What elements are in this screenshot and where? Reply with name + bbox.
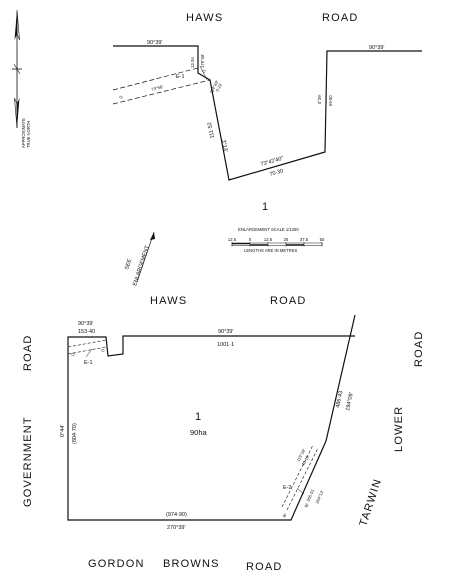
scale-bar: ENLARGEMENT SCALE 1/1250 12.5 0 12.5 25 37.5… xyxy=(228,227,325,253)
d-mark-2: D xyxy=(100,348,105,352)
brg-e2a: 115°18' xyxy=(295,448,306,463)
scale-tick-label: 0 xyxy=(249,237,252,242)
dist-top-left-bottom: 153·40 xyxy=(78,329,95,335)
brg-diag: 124°49' xyxy=(208,79,219,94)
north-arrow: APPROXIMATE TRUE NORTH xyxy=(12,9,31,148)
easement-e1: D D E-1 xyxy=(67,339,107,366)
lot-boundary xyxy=(67,314,356,521)
brg-top-right: 90°39' xyxy=(369,45,385,51)
road-label-haws-road: ROAD xyxy=(270,295,307,307)
overall-plan: HAWS ROAD D D E-1 90°39' 153·40 90°39' 1… xyxy=(22,295,425,573)
road-label-road-left: ROAD xyxy=(22,334,34,371)
road-label-gordon: GORDON xyxy=(88,558,145,570)
brg-left-side: 3°13' xyxy=(220,139,228,152)
dist-left-side: 111·52 xyxy=(207,122,216,139)
d-mark-top-2: D xyxy=(201,69,207,73)
enlargement-label: ENLARGEMENT xyxy=(132,244,151,286)
dist-top-bottom: 1001·1 xyxy=(217,342,234,348)
brg-top-left-bottom: 90°39' xyxy=(78,321,94,327)
easement-e2: E-2 115°18' 40·10 365·51 204°13' W W xyxy=(281,444,325,519)
road-label-road-right: ROAD xyxy=(413,330,425,367)
w-mark-1: W xyxy=(281,513,287,519)
lot-number-top: 1 xyxy=(262,201,268,213)
dist-right-side: 69·80 xyxy=(328,95,333,106)
lot-boundary-top xyxy=(113,45,422,181)
w-mark-2: W xyxy=(303,503,309,509)
road-label-road-top: ROAD xyxy=(322,12,359,24)
scale-title: ENLARGEMENT SCALE 1/1250 xyxy=(238,227,299,232)
scale-tick-label: 50 xyxy=(320,237,325,242)
easement-e2-label: E-2 xyxy=(283,485,292,491)
brg-e2b: 204°13' xyxy=(314,489,324,504)
d-mark-1: D xyxy=(70,352,75,356)
brg-top-bottom: 90°39' xyxy=(218,329,234,335)
dist-bottom-bottom: (974·90) xyxy=(166,512,187,518)
scale-caption: LENGTHS ARE IN METRES xyxy=(244,248,297,253)
enlargement-plan: HAWS ROAD E-1 73°58' D D 90°39' 90°39' 1… xyxy=(112,12,422,213)
brg-bottom-top: 73°42'40" xyxy=(260,156,284,168)
brg-right-bottom: 194°09' xyxy=(345,392,355,411)
brg-bottom-bottom: 270°39' xyxy=(167,525,186,531)
dist-diag: 0·29 xyxy=(214,82,223,92)
dist-right-bottom: 486·43 xyxy=(335,390,344,408)
easement-e1-top: E-1 73°58' D D xyxy=(112,65,211,105)
easement-e1-label: E-1 xyxy=(84,360,93,366)
dist-bottom-top: 70·30 xyxy=(269,168,284,178)
brg-top-left: 90°39' xyxy=(147,40,163,46)
road-label-haws-top: HAWS xyxy=(186,12,223,24)
brg-right-side: 0°39' xyxy=(317,94,322,104)
north-label-1: APPROXIMATE xyxy=(21,118,26,148)
lot-area: 90ha xyxy=(190,428,208,437)
dist-e2b: 365·51 xyxy=(305,488,315,503)
lot-number-bottom: 1 xyxy=(195,411,201,423)
road-label-tarwin: TARWIN xyxy=(357,477,384,528)
scale-tick-label: 12.5 xyxy=(264,237,273,242)
dist-left-bottom: (804·70) xyxy=(72,423,78,444)
see-label: SEE xyxy=(124,258,133,271)
easement-label-top: E-1 xyxy=(176,74,185,80)
d-mark-top-1: D xyxy=(118,95,124,99)
scale-tick-label: 25 xyxy=(284,237,289,242)
dist-short-v: 13·34 xyxy=(190,57,195,68)
see-enlargement-pointer: SEE ENLARGEMENT xyxy=(124,231,155,287)
brg-left-bottom: 0°44' xyxy=(60,425,66,437)
scale-tick-label: 12.5 xyxy=(228,237,237,242)
road-label-government: GOVERNMENT xyxy=(22,416,34,507)
brg-ease-top: 73°58' xyxy=(151,84,164,92)
road-label-road-bottom: ROAD xyxy=(246,561,283,573)
dist-e2a: 40·10 xyxy=(300,454,310,466)
scale-tick-label: 37.5 xyxy=(300,237,309,242)
road-label-browns: BROWNS xyxy=(163,558,220,570)
road-label-lower: LOWER xyxy=(393,406,405,452)
road-label-haws: HAWS xyxy=(150,295,187,307)
north-label-2: TRUE NORTH xyxy=(26,121,31,148)
brg-short-v: 179°58' xyxy=(200,54,205,68)
